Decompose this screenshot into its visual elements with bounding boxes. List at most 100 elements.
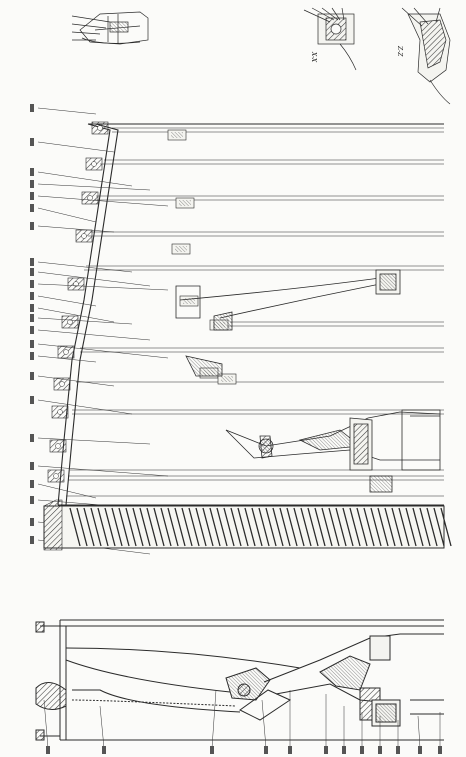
- fin: [118, 507, 130, 547]
- callout-tick: [30, 138, 34, 146]
- leader-line: [417, 715, 421, 749]
- fin: [265, 507, 277, 547]
- fin: [391, 507, 403, 547]
- callout-tick: [210, 746, 214, 754]
- fin-band: [43, 499, 452, 551]
- fin: [69, 507, 81, 547]
- struts: [175, 269, 401, 377]
- leader-line: [37, 171, 133, 187]
- leader-line: [37, 437, 151, 445]
- callout-tick: [30, 314, 34, 322]
- callout-tick: [30, 180, 34, 188]
- detail-view-top-left: [71, 8, 150, 48]
- casing-outline: [57, 123, 444, 506]
- leader-line: [43, 699, 49, 749]
- callout-tick: [324, 746, 328, 754]
- leader-line: [37, 355, 97, 363]
- callout-tick: [30, 258, 34, 266]
- fin: [342, 507, 354, 547]
- callout-tick: [30, 326, 34, 334]
- hub-assembly: [225, 409, 441, 493]
- fin: [251, 507, 263, 547]
- fin: [398, 507, 410, 547]
- fin: [90, 507, 102, 547]
- leader-line: [37, 499, 115, 507]
- callout-tick: [102, 746, 106, 754]
- leader-line: [211, 689, 217, 749]
- fin: [377, 507, 389, 547]
- fin: [146, 507, 158, 547]
- section-view-x: [303, 7, 357, 71]
- fin: [230, 507, 242, 547]
- fin: [209, 507, 221, 547]
- fin: [244, 507, 256, 547]
- leader-line: [37, 271, 151, 287]
- leader-line: [37, 399, 133, 415]
- fin: [202, 507, 214, 547]
- fin: [321, 507, 333, 547]
- callout-tick: [30, 352, 34, 360]
- fin: [363, 507, 375, 547]
- callout-tick: [30, 204, 34, 212]
- leader-line: [37, 295, 97, 307]
- vane-block: [175, 197, 195, 209]
- fin: [419, 507, 431, 547]
- leader-line: [37, 107, 97, 115]
- fin: [153, 507, 165, 547]
- leader-line: [37, 225, 115, 233]
- leader-line: [37, 343, 169, 359]
- flange: [57, 345, 75, 359]
- fin: [426, 507, 438, 547]
- fin: [111, 507, 123, 547]
- fin: [272, 507, 284, 547]
- flange: [47, 469, 65, 483]
- flange: [67, 277, 85, 291]
- fin: [139, 507, 151, 547]
- fin: [216, 507, 228, 547]
- leader-line: [37, 183, 151, 191]
- fin: [195, 507, 207, 547]
- callout-leaders-bottom: [43, 689, 441, 749]
- fin: [433, 507, 445, 547]
- callout-tick: [30, 222, 34, 230]
- section-label-z: Z-Z: [396, 45, 403, 57]
- callout-tick: [360, 746, 364, 754]
- callout-tick: [378, 746, 382, 754]
- callout-tick: [418, 746, 422, 754]
- callout-tick: [30, 104, 34, 112]
- section-label-x: X-X: [310, 51, 317, 63]
- fin: [286, 507, 298, 547]
- lower-housing: [35, 619, 444, 741]
- leader-line: [37, 261, 133, 273]
- flange: [91, 121, 109, 135]
- callout-tick: [438, 746, 442, 754]
- fin: [188, 507, 200, 547]
- flange: [49, 439, 67, 453]
- fin: [132, 507, 144, 547]
- callout-tick: [30, 192, 34, 200]
- fin: [174, 507, 186, 547]
- section-view-z: [401, 7, 451, 105]
- fin: [104, 507, 116, 547]
- callout-ticks-left: [30, 104, 34, 544]
- callout-tick: [30, 292, 34, 300]
- callout-ticks-bottom: [46, 746, 442, 754]
- leader-line: [37, 375, 115, 387]
- leader-line: [99, 705, 105, 749]
- vane-block: [171, 243, 191, 255]
- callout-tick: [30, 396, 34, 404]
- callout-tick: [396, 746, 400, 754]
- callout-tick: [342, 746, 346, 754]
- fin: [279, 507, 291, 547]
- fin: [167, 507, 179, 547]
- callout-tick: [30, 496, 34, 504]
- leader-line: [37, 317, 133, 325]
- fin: [258, 507, 270, 547]
- fin: [412, 507, 424, 547]
- leader-line: [37, 141, 115, 153]
- vane-block: [179, 295, 199, 307]
- fin: [125, 507, 137, 547]
- structure-horizontal-lines: [66, 127, 444, 497]
- fin: [335, 507, 347, 547]
